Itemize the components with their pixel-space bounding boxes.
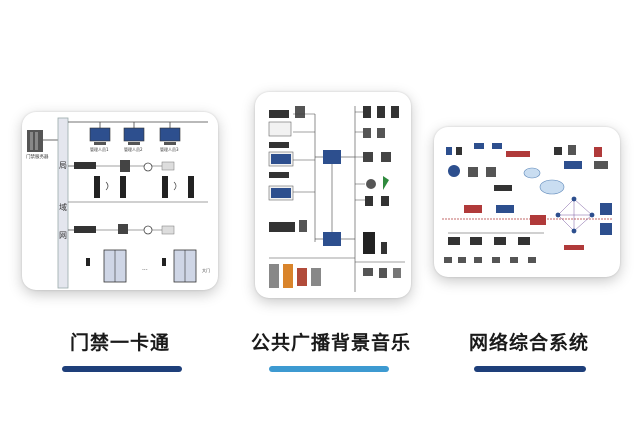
monitor-icon: [89, 127, 111, 145]
accent-bar: [62, 366, 182, 372]
hub-icon: [323, 232, 341, 246]
network-diagram: [434, 127, 620, 277]
monitor-icon: [123, 127, 145, 145]
speaker-icon: [383, 176, 389, 190]
door-label: 大门: [202, 267, 210, 273]
firewall-icon: [464, 205, 482, 213]
router-icon: [448, 165, 460, 177]
firewall-icon: [530, 215, 546, 225]
door-icon: [103, 249, 127, 283]
hub-icon: [323, 150, 341, 164]
router-icon: [506, 151, 530, 157]
panel-title-network: 网络综合系统: [468, 332, 589, 354]
accent-bar: [474, 366, 586, 372]
controller-icon: [74, 162, 96, 169]
server-label: 门禁服务器: [26, 153, 49, 160]
card-reader-icon: [162, 258, 166, 266]
monitor-icon: [159, 127, 181, 145]
controller-icon: [120, 160, 130, 172]
database-icon: [600, 223, 612, 235]
access-control-diagram: 门禁服务器 局 域 网 管理人员1 管理人员2 管理人员3: [22, 112, 218, 290]
network-diagram-graphic: [442, 143, 612, 263]
card-reader-icon: [94, 176, 100, 198]
card-reader-icon: [188, 176, 194, 198]
broadcast-diagram-graphic: [268, 106, 405, 292]
speaker-icon: [269, 264, 279, 288]
database-icon: [600, 203, 612, 215]
panel-title-broadcast: 公共广播背景音乐: [250, 332, 411, 354]
lock-icon: [143, 162, 153, 172]
lan-label-2: 域: [59, 202, 67, 212]
cloud-icon: [523, 167, 541, 179]
panel-title-access-control: 门禁一卡通: [69, 332, 170, 354]
speaker-icon: [295, 106, 305, 118]
lan-label-1: 局: [59, 161, 67, 170]
switch-icon: [496, 205, 514, 213]
device-icon: [268, 121, 292, 137]
cloud-icon: [539, 179, 565, 195]
lock-icon: [143, 225, 153, 235]
door-icon: [173, 249, 197, 283]
accent-bar: [269, 366, 389, 372]
network-mesh: [557, 198, 593, 232]
amplifier-icon: [269, 110, 289, 118]
svg-text:···: ···: [142, 267, 148, 274]
lan-label-3: 网: [59, 231, 67, 240]
monitor-label: 管理人员2: [124, 146, 143, 152]
lan-pipe: [57, 117, 69, 289]
monitor-label: 管理人员3: [160, 146, 179, 152]
card-reader-icon: [86, 258, 90, 266]
controller-icon: [74, 226, 96, 233]
monitor-label: 管理人员1: [90, 146, 109, 152]
speaker-icon: [283, 264, 293, 288]
card-reader-icon: [120, 176, 126, 198]
card-reader-icon: [162, 176, 168, 198]
access-control-diagram-graphic: 门禁服务器 局 域 网 管理人员1 管理人员2 管理人员3: [26, 117, 210, 289]
terminal-icon: [363, 106, 371, 118]
broadcast-diagram: [255, 92, 411, 298]
